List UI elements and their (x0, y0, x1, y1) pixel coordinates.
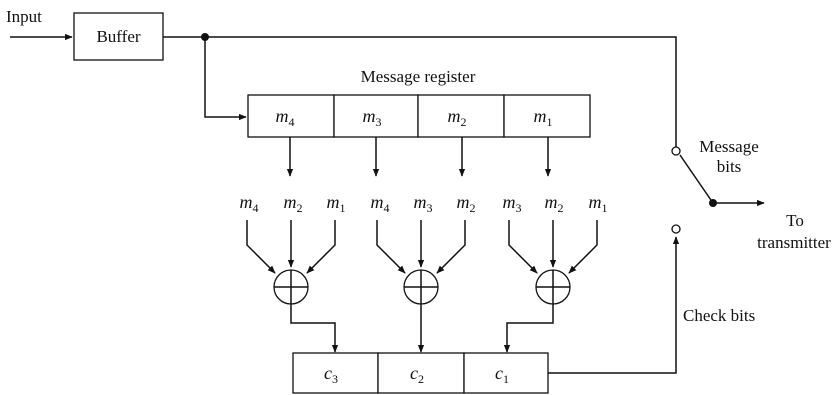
adder-2-wire-left (376, 220, 406, 274)
adder-input-label: m3 (503, 192, 522, 215)
register-m1: m1 (534, 106, 553, 129)
xor-adder-1 (273, 269, 309, 305)
input-label: Input (6, 7, 42, 26)
buffer-output-wire (163, 36, 677, 147)
adder-input-label: m4 (371, 192, 390, 215)
adder-input-label: m2 (284, 192, 303, 215)
register-m4: m4 (276, 106, 295, 129)
adder-input-label: m2 (545, 192, 564, 215)
switch-blade (679, 154, 714, 204)
xor-adder-3 (535, 269, 571, 305)
xor-adder-2 (403, 269, 439, 305)
check-bits-label: Check bits (683, 306, 755, 325)
switch-contact-message (671, 146, 681, 156)
adder-1-wire-right (306, 220, 336, 274)
check-c2: c2 (410, 363, 424, 386)
to-transmitter-label-line2: transmitter (757, 233, 831, 252)
adder-3-wire-right (568, 220, 598, 274)
check-cell (292, 352, 379, 394)
switch-contact-check (671, 224, 681, 234)
message-register-title: Message register (361, 67, 476, 86)
message-bits-label-line1: Message (699, 137, 758, 156)
adder-input-label: m2 (457, 192, 476, 215)
adder-3-inputs: m3 m2 m1 (503, 192, 608, 215)
message-register: m4 m3 m2 m1 (247, 94, 591, 138)
adder-input-label: m1 (589, 192, 608, 215)
adder-2-inputs: m4 m3 m2 (371, 192, 476, 215)
adder-3-wire-left (508, 220, 538, 274)
adder-input-label: m1 (327, 192, 346, 215)
adder-1-output-wire (290, 304, 339, 353)
check-c3: c3 (324, 363, 338, 386)
check-register: c3 c2 c1 (292, 352, 549, 394)
adder-2-wire-right (436, 220, 466, 274)
check-cell (463, 352, 549, 394)
adder-1-inputs: m4 m2 m1 (240, 192, 346, 215)
message-cell (503, 94, 591, 138)
message-bits-label-line2: bits (717, 157, 742, 176)
to-transmitter-label-line1: To (786, 211, 804, 230)
buffer-to-register-wire (204, 37, 247, 121)
register-m3: m3 (363, 106, 382, 129)
adder-3-output-wire (503, 304, 554, 353)
register-m2: m2 (448, 106, 467, 129)
check-c1: c1 (495, 363, 509, 386)
message-cell (247, 94, 335, 138)
adder-input-label: m4 (240, 192, 259, 215)
adder-1-wire-left (246, 220, 276, 274)
adder-input-label: m3 (414, 192, 433, 215)
check-bits-wire (548, 236, 680, 374)
buffer-label: Buffer (96, 27, 140, 46)
